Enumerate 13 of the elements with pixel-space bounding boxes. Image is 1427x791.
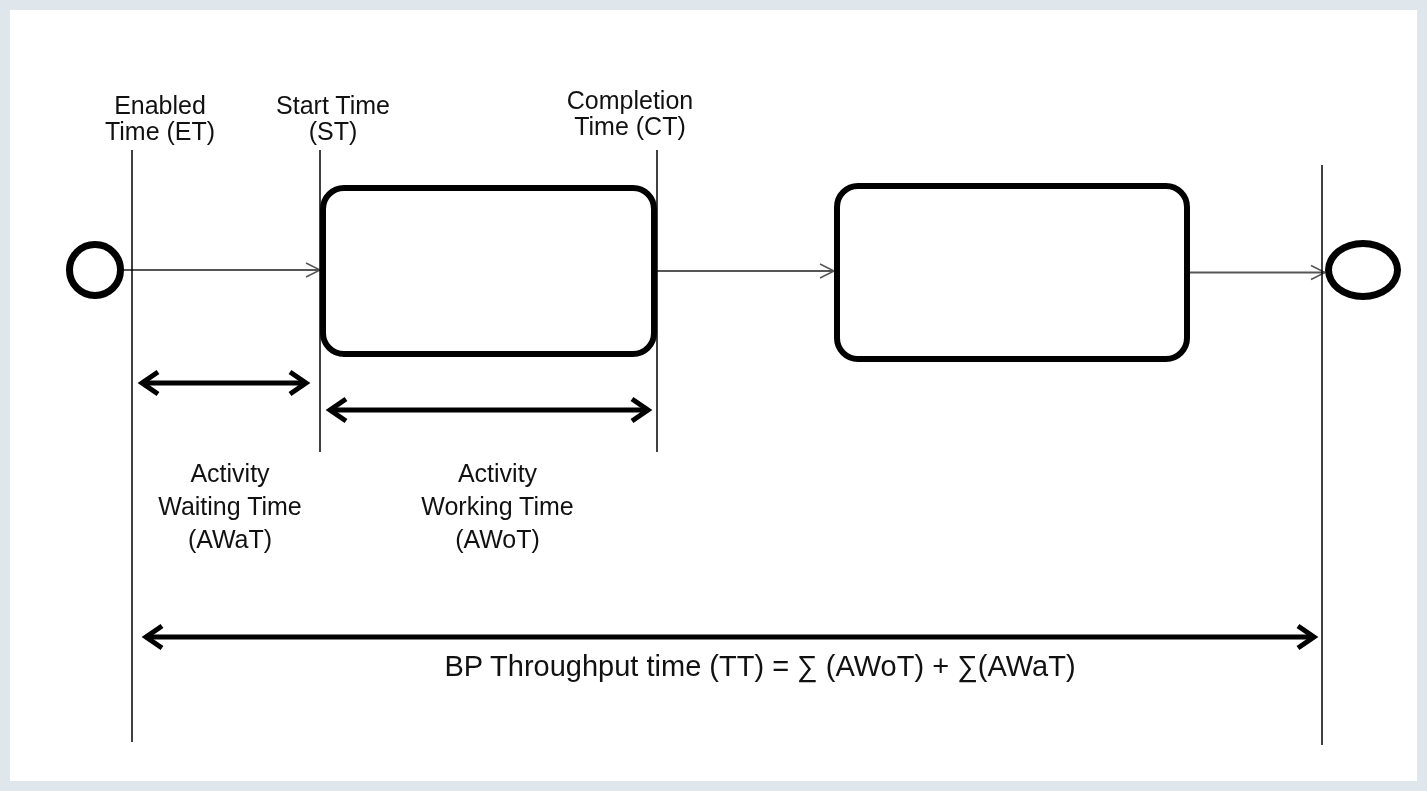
event-circle	[66, 241, 124, 299]
time-label: Activity Working Time (AWoT)	[420, 458, 575, 555]
activity-box	[834, 183, 1190, 362]
arrow	[656, 263, 835, 279]
activity-box	[320, 185, 657, 357]
time-label: Completion Time (CT)	[565, 87, 695, 139]
time-label: Start Time (ST)	[275, 92, 391, 144]
formula-text: BP Throughput time (TT) = ∑ (AWoT) + ∑(AWaT)	[443, 650, 1077, 682]
arrow	[123, 262, 321, 278]
time-label: Activity Waiting Time (AWaT)	[157, 458, 303, 555]
time-label: Enabled Time (ET)	[103, 92, 217, 144]
event-circle	[1325, 240, 1401, 300]
arrow	[1189, 264, 1326, 281]
